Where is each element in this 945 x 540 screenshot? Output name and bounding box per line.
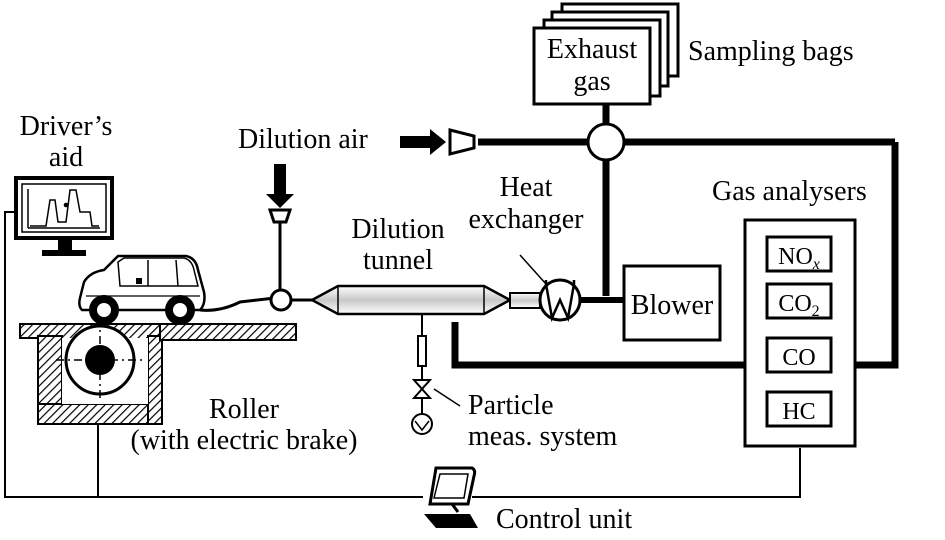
- analyser-hc-label: HC: [782, 399, 815, 425]
- mixing-valve: [586, 122, 626, 162]
- control-line-left: [4, 211, 98, 498]
- analyser-nox-base: NO: [778, 244, 813, 270]
- gas-analysers-label: Gas analysers: [712, 176, 867, 207]
- dilution-tunnel: [309, 254, 547, 316]
- control-unit-computer-icon: [424, 466, 478, 528]
- svg-text:NOx: NOx: [778, 244, 820, 273]
- blower-box: [622, 264, 722, 342]
- control-lines: [4, 211, 801, 498]
- analyser-nox-sub: x: [812, 256, 820, 273]
- sampling-bags-label: Sampling bags: [688, 36, 854, 67]
- analyser-co: CO: [765, 336, 833, 374]
- car-icon: [78, 254, 276, 325]
- dilution-air-label: Dilution air: [238, 124, 369, 155]
- drivers-aid-monitor-icon: [14, 176, 114, 256]
- exhaust-gas-label-line2: gas: [573, 66, 610, 97]
- analyser-co2-sub: 2: [812, 303, 820, 320]
- svg-text:CO2: CO2: [778, 291, 819, 320]
- drivers-aid-label-line1: Driver’s: [20, 111, 113, 142]
- heat-exchanger-label-line1: Heat: [500, 172, 553, 203]
- roller-icon: [56, 318, 144, 402]
- sampling-bags: [532, 2, 680, 106]
- analyser-hc: HC: [765, 390, 833, 428]
- roller-label-line1: Roller: [209, 394, 280, 425]
- dilution-air-arrow-top: [400, 128, 476, 156]
- particle-label-line1: Particle: [468, 390, 554, 421]
- dilution-tunnel-label-line1: Dilution: [351, 214, 444, 245]
- analyser-return-line: [855, 142, 899, 369]
- heat-exchanger-icon: [538, 278, 624, 323]
- dilution-tunnel-label-line2: tunnel: [363, 245, 433, 276]
- particle-label-line2: meas. system: [468, 421, 618, 452]
- analyser-co2-base: CO: [778, 291, 811, 317]
- roller-label-line2: (with electric brake): [131, 425, 358, 456]
- analyser-co-label: CO: [782, 345, 815, 371]
- analyser-co2: CO2: [765, 282, 833, 320]
- gas-lines: [451, 104, 899, 369]
- analyser-nox: NOx: [765, 235, 833, 273]
- drivers-aid-label-line2: aid: [49, 142, 83, 173]
- dilution-air-inlet-left: [266, 164, 312, 312]
- particle-measurement-system: [411, 314, 461, 435]
- tunnel-to-analyser-line: [451, 322, 745, 369]
- heat-exchanger-label-line2: exchanger: [468, 204, 584, 235]
- control-line-right: [472, 448, 801, 498]
- exhaust-gas-label-line1: Exhaust: [547, 34, 637, 65]
- control-unit-label: Control unit: [496, 504, 632, 535]
- blower-label: Blower: [631, 290, 714, 321]
